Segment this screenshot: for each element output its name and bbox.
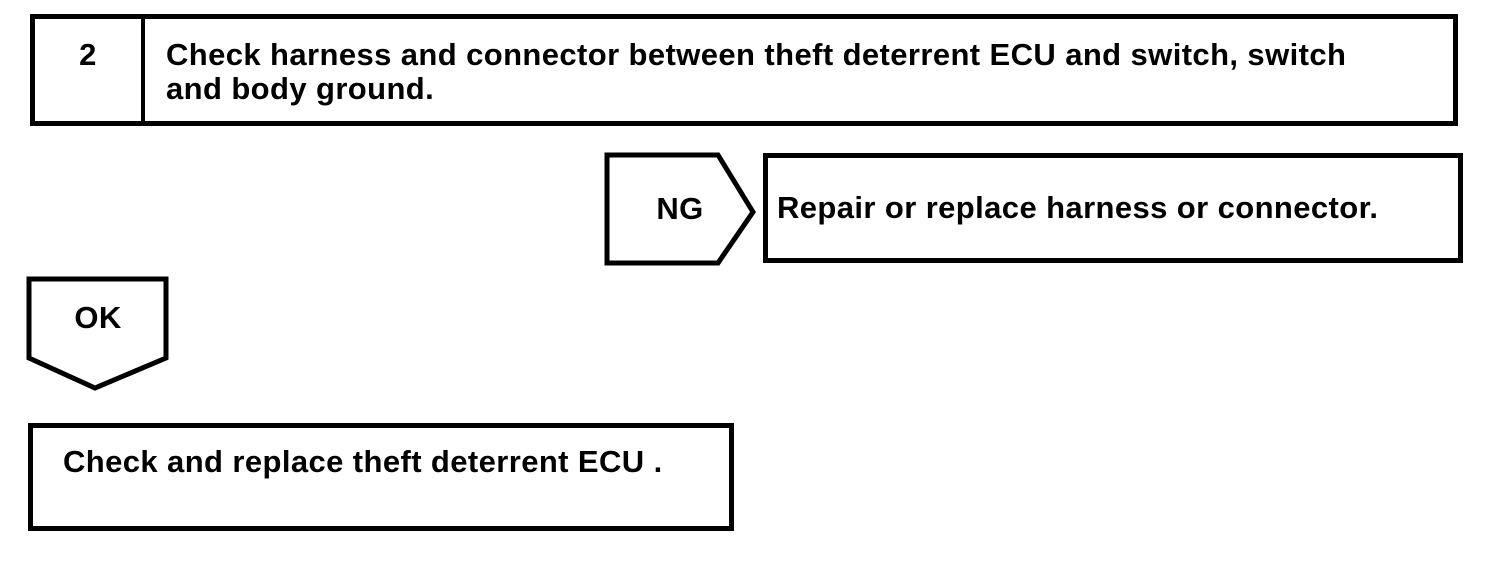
- ok-pentagon-shape: [26, 276, 169, 391]
- step-number: 2: [35, 19, 145, 121]
- ok-connector: OK: [24, 274, 172, 362]
- ok-label: OK: [74, 300, 122, 335]
- ng-result-box: Repair or replace harness or connector.: [763, 153, 1463, 263]
- step-instruction-line-1: Check harness and connector between thef…: [166, 37, 1347, 72]
- ng-label: NG: [656, 191, 704, 226]
- step-instruction-line-2: and body ground.: [166, 71, 435, 106]
- step-instruction: Check harness and connector between thef…: [145, 19, 1453, 121]
- ok-result-box: Check and replace theft deterrent ECU .: [28, 423, 734, 531]
- step-box: 2 Check harness and connector between th…: [30, 14, 1458, 126]
- ng-connector: NG: [602, 150, 758, 268]
- ok-result-text: Check and replace theft deterrent ECU .: [63, 444, 663, 479]
- ng-result-text: Repair or replace harness or connector.: [777, 190, 1379, 225]
- ng-pentagon-shape: [604, 152, 756, 266]
